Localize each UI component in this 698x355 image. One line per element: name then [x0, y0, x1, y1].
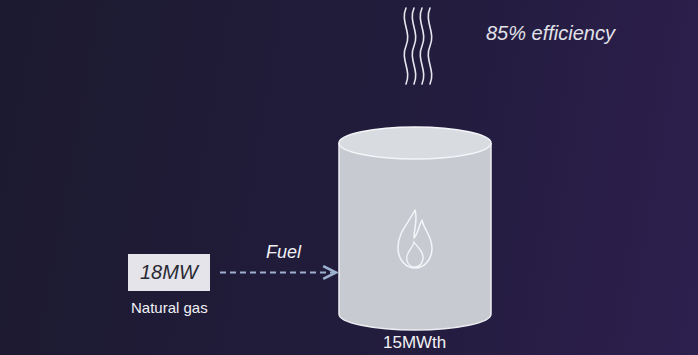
note-label: 85% efficiency	[486, 22, 615, 45]
boiler: 15MWth	[338, 126, 492, 355]
fuel-source: 18MW Natural gas	[128, 254, 210, 316]
output-value: 15MWth	[383, 333, 446, 353]
boiler-cylinder	[338, 126, 492, 331]
edge-label: Fuel	[266, 242, 301, 263]
fuel-name: Natural gas	[131, 299, 208, 316]
fuel-value: 18MW	[128, 254, 210, 291]
fuel-arrow	[220, 272, 336, 274]
